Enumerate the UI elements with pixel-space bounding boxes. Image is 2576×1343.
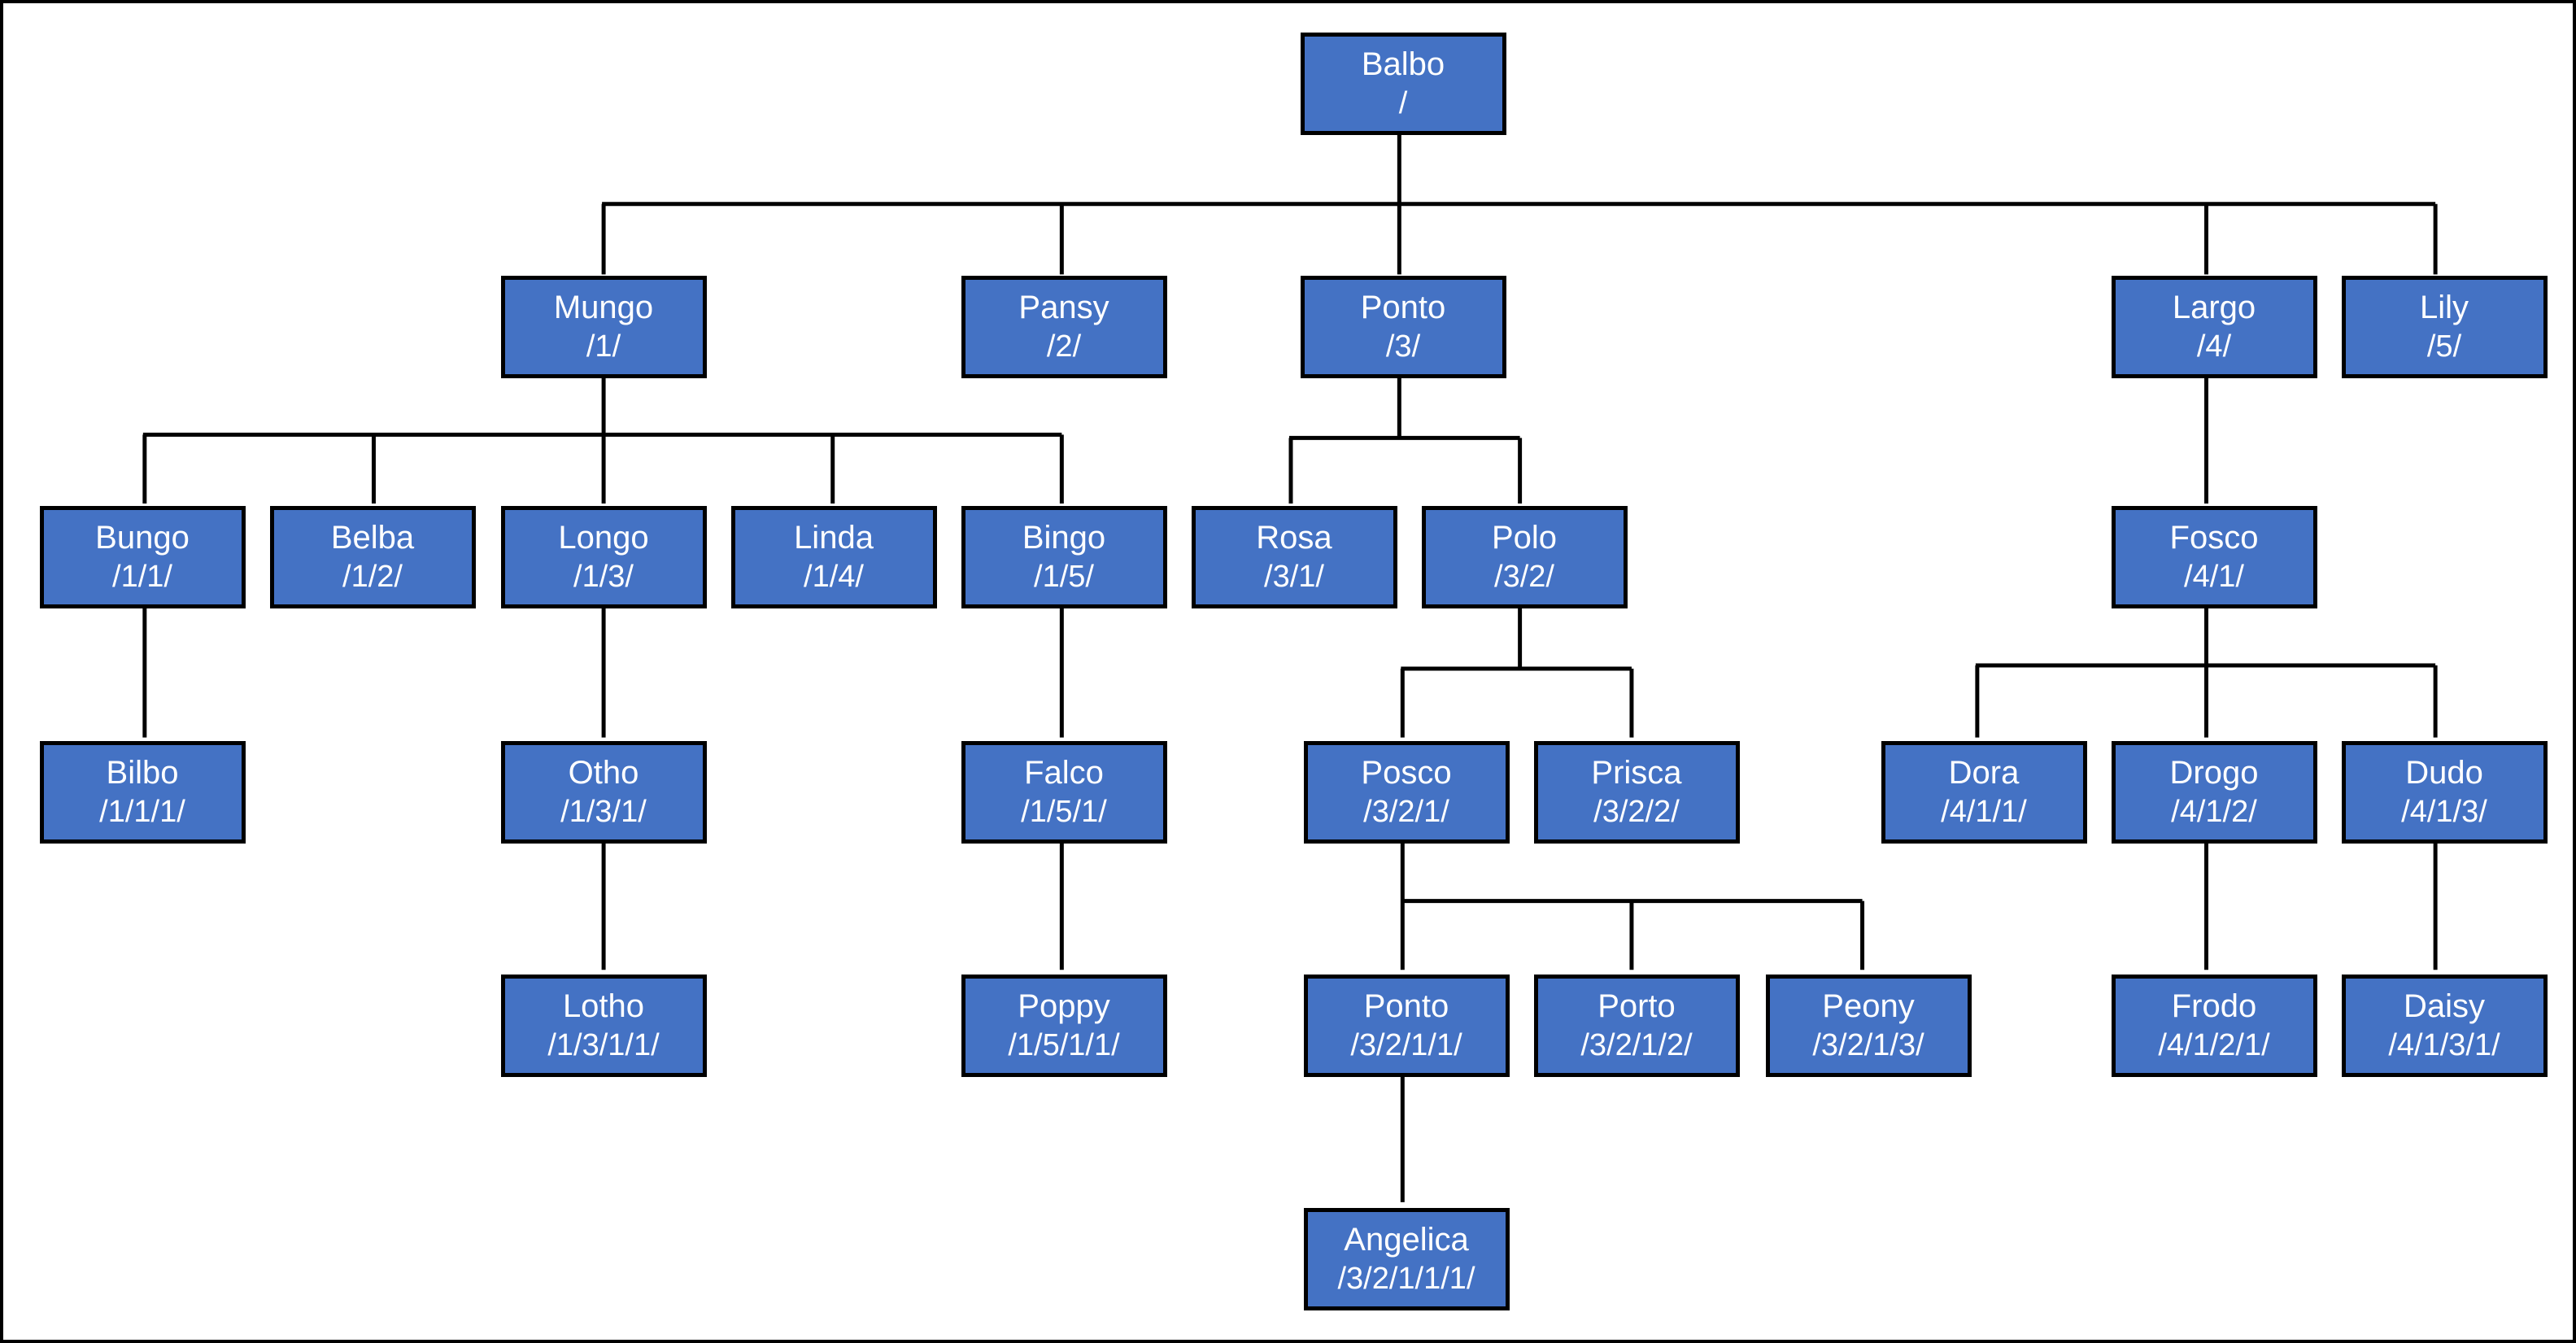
tree-node-bungo: Bungo/1/1/	[39, 506, 246, 608]
tree-node-ponto: Ponto/3/	[1300, 276, 1506, 378]
node-name: Ponto	[1363, 988, 1449, 1024]
tree-node-polo: Polo/3/2/	[1421, 506, 1628, 608]
node-name: Drogo	[2169, 754, 2259, 791]
node-path: /3/	[1385, 329, 1421, 364]
node-path: /3/2/	[1494, 560, 1554, 595]
node-name: Pansy	[1018, 289, 1109, 325]
node-name: Peony	[1822, 988, 1915, 1024]
node-path: /3/2/1/2/	[1580, 1028, 1693, 1063]
node-path: /1/5/1/	[1021, 795, 1107, 830]
node-path: /1/4/	[804, 560, 864, 595]
connector-lines	[142, 134, 2438, 1202]
node-path: /3/2/2/	[1593, 795, 1680, 830]
node-path: /1/1/	[112, 560, 172, 595]
node-name: Lily	[2419, 289, 2469, 325]
tree-node-balbo: Balbo /	[1300, 33, 1506, 135]
node-name: Mungo	[553, 289, 654, 325]
node-name: Lotho	[562, 988, 645, 1024]
tree-node-porto: Porto/3/2/1/2/	[1533, 975, 1740, 1077]
tree-node-dudo: Dudo/4/1/3/	[2341, 741, 2548, 844]
node-name: Prisca	[1591, 754, 1682, 791]
node-path: /3/2/1/1/	[1350, 1028, 1462, 1063]
tree-node-largo: Largo/4/	[2111, 276, 2317, 378]
tree-node-frodo: Frodo/4/1/2/1/	[2111, 975, 2317, 1077]
tree-node-peony: Peony/3/2/1/3/	[1765, 975, 1972, 1077]
node-path: /1/5/1/1/	[1008, 1028, 1120, 1063]
node-name: Largo	[2172, 289, 2256, 325]
node-name: Rosa	[1256, 519, 1332, 556]
node-path: /3/1/	[1264, 560, 1324, 595]
node-name: Posco	[1361, 754, 1452, 791]
node-path: /5/	[2426, 329, 2462, 364]
node-path: /4/1/3/	[2401, 795, 2487, 830]
node-path: /4/1/1/	[1941, 795, 2027, 830]
node-name: Angelica	[1344, 1221, 1469, 1258]
tree-node-dora: Dora/4/1/1/	[1881, 741, 2087, 844]
node-name: Bungo	[95, 519, 190, 556]
tree-node-otho: Otho/1/3/1/	[500, 741, 707, 844]
tree-node-mungo: Mungo/1/	[500, 276, 707, 378]
tree-node-falco: Falco/1/5/1/	[961, 741, 1167, 844]
node-path: /4/1/3/1/	[2388, 1028, 2500, 1063]
node-name: Ponto	[1360, 289, 1446, 325]
tree-node-bingo: Bingo/1/5/	[961, 506, 1167, 608]
tree-node-pansy: Pansy/2/	[961, 276, 1167, 378]
node-name: Linda	[794, 519, 874, 556]
node-path: /1/2/	[342, 560, 403, 595]
tree-node-lily: Lily/5/	[2341, 276, 2548, 378]
node-path: /1/1/1/	[99, 795, 185, 830]
node-name: Daisy	[2403, 988, 2486, 1024]
node-name: Bingo	[1022, 519, 1106, 556]
node-path: /3/2/1/3/	[1812, 1028, 1924, 1063]
node-name: Polo	[1491, 519, 1558, 556]
node-path: /2/	[1046, 329, 1082, 364]
tree-node-posco: Posco/3/2/1/	[1303, 741, 1510, 844]
tree-node-rosa: Rosa/3/1/	[1191, 506, 1397, 608]
node-path: /3/2/1/1/1/	[1337, 1262, 1475, 1297]
tree-node-lotho: Lotho/1/3/1/1/	[500, 975, 707, 1077]
node-path: /4/1/2/	[2171, 795, 2257, 830]
tree-node-longo: Longo/1/3/	[500, 506, 707, 608]
node-path: /1/3/1/1/	[547, 1028, 660, 1063]
node-name: Porto	[1597, 988, 1676, 1024]
node-name: Poppy	[1018, 988, 1110, 1024]
node-name: Falco	[1024, 754, 1104, 791]
node-path: /1/	[586, 329, 621, 364]
tree-nodes-layer: Balbo / Mungo/1/Pansy/2/Ponto/3/Largo/4/Li…	[3, 3, 2573, 1340]
tree-node-daisy: Daisy/4/1/3/1/	[2341, 975, 2548, 1077]
node-name: Balbo	[1361, 46, 1445, 82]
node-path: /1/5/	[1034, 560, 1094, 595]
node-path: /1/3/1/	[560, 795, 647, 830]
tree-node-poppy: Poppy/1/5/1/1/	[961, 975, 1167, 1077]
tree-node-angelica: Angelica/3/2/1/1/1/	[1303, 1208, 1510, 1310]
tree-node-fosco: Fosco/4/1/	[2111, 506, 2317, 608]
node-name: Dudo	[2405, 754, 2483, 791]
node-name: Fosco	[2169, 519, 2259, 556]
tree-node-prisca: Prisca/3/2/2/	[1533, 741, 1740, 844]
tree-node-bilbo: Bilbo/1/1/1/	[39, 741, 246, 844]
tree-node-linda: Linda/1/4/	[730, 506, 937, 608]
tree-node-ponto-2: Ponto/3/2/1/1/	[1303, 975, 1510, 1077]
node-path: /3/2/1/	[1363, 795, 1449, 830]
node-name: Longo	[558, 519, 649, 556]
node-path: /4/1/	[2184, 560, 2244, 595]
node-name: Bilbo	[106, 754, 179, 791]
node-path: /	[1398, 86, 1408, 121]
node-name: Otho	[568, 754, 639, 791]
tree-node-drogo: Drogo/4/1/2/	[2111, 741, 2317, 844]
node-path: /4/	[2196, 329, 2232, 364]
node-path: /1/3/	[573, 560, 634, 595]
node-name: Dora	[1948, 754, 2020, 791]
node-path: /4/1/2/1/	[2158, 1028, 2270, 1063]
node-name: Belba	[330, 519, 415, 556]
node-name: Frodo	[2171, 988, 2257, 1024]
tree-node-belba: Belba/1/2/	[269, 506, 476, 608]
